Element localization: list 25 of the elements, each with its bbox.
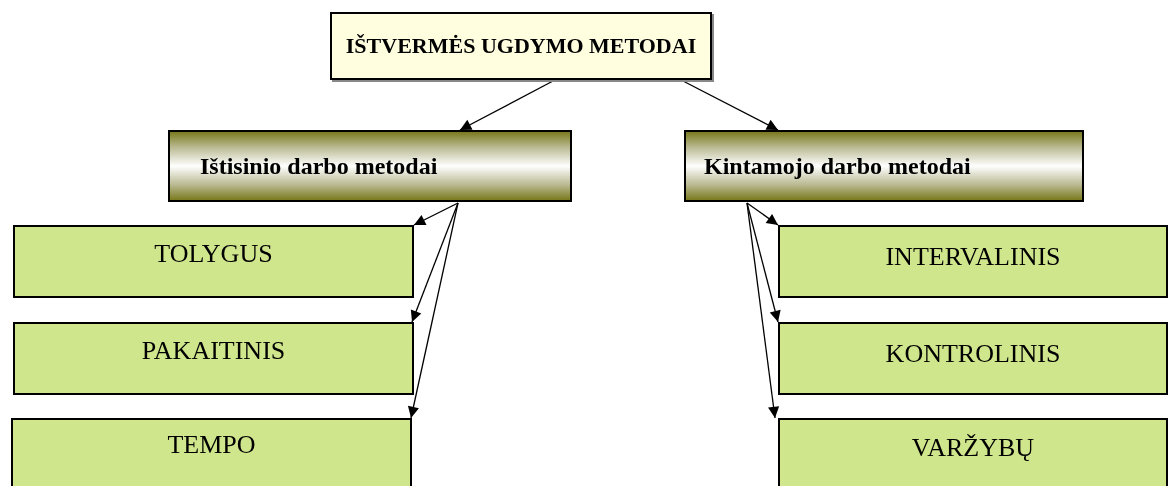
arrow xyxy=(407,202,459,419)
method-label: TOLYGUS xyxy=(154,238,273,269)
method-box xyxy=(13,225,414,298)
method-box xyxy=(778,322,1168,395)
method-label: TEMPO xyxy=(167,430,256,460)
arrow xyxy=(459,80,554,131)
arrow xyxy=(746,202,779,226)
method-box xyxy=(778,418,1168,486)
method-box xyxy=(778,225,1168,298)
method-label: VARŽYBŲ xyxy=(911,433,1035,463)
method-box xyxy=(11,418,412,486)
arrow xyxy=(413,202,459,226)
arrow xyxy=(746,202,780,419)
root-label: IŠTVERMĖS UGDYMO METODAI xyxy=(345,33,697,59)
arrow xyxy=(682,80,779,131)
category-label: Kintamojo darbo metodai xyxy=(704,152,971,180)
method-box xyxy=(13,322,414,395)
method-label: KONTROLINIS xyxy=(885,338,1061,369)
category-label: Ištisinio darbo metodai xyxy=(200,152,438,180)
method-label: INTERVALINIS xyxy=(885,241,1061,272)
title-box xyxy=(330,12,712,80)
category-box xyxy=(168,130,572,202)
method-label: PAKAITINIS xyxy=(141,335,286,366)
arrow xyxy=(410,202,459,323)
category-box xyxy=(684,130,1084,202)
